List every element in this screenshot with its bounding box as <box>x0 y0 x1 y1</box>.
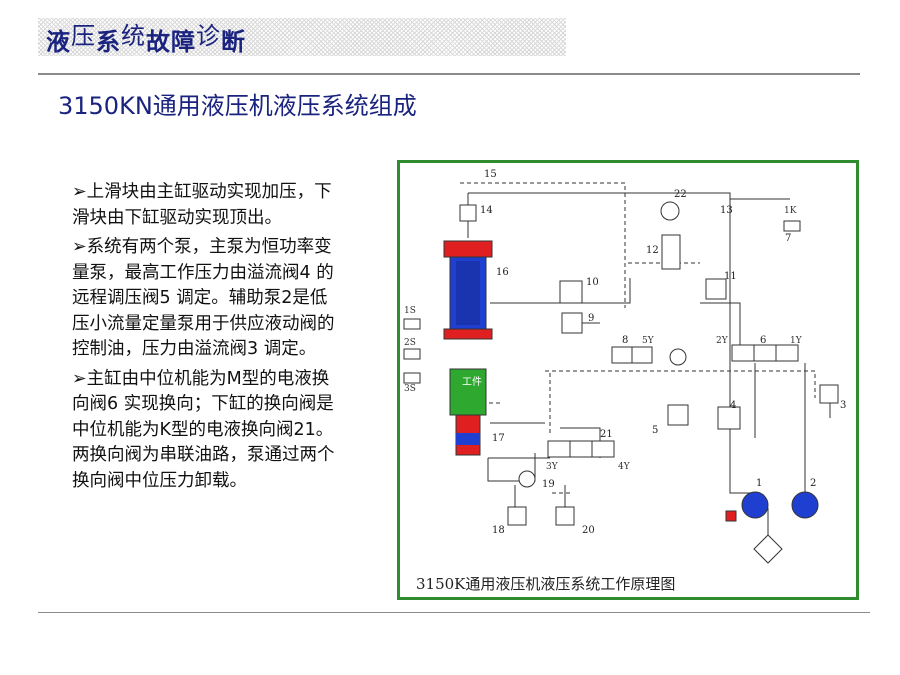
valve-20 <box>555 506 575 526</box>
bullet-arrow-icon: ➢ <box>72 182 87 202</box>
remote-valve-5 <box>667 404 689 426</box>
component-label: 1 <box>756 478 762 489</box>
component-label: 10 <box>586 277 599 288</box>
pressure-gauge <box>669 348 687 366</box>
component-label: 20 <box>582 525 595 536</box>
check-valve-14 <box>459 204 477 222</box>
component-label: 17 <box>492 433 505 444</box>
slide-title: 3150KN通用液压机液压系统组成 <box>58 92 417 120</box>
solenoid-label: 2S <box>404 338 416 348</box>
header-char: 诊 <box>196 22 221 50</box>
bullet-list: ➢上滑块由主缸驱动实现加压，下滑块由下缸驱动实现顶出。 ➢系统有两个泵，主泵为恒… <box>72 180 342 498</box>
valve-21 <box>591 440 615 458</box>
pipe <box>490 278 631 304</box>
component-label: 19 <box>542 479 555 490</box>
bullet-arrow-icon: ➢ <box>72 368 87 389</box>
pipe <box>468 192 731 199</box>
valve-8 <box>631 346 653 364</box>
solenoid-label: 3S <box>404 384 416 394</box>
pipe <box>700 302 741 358</box>
header-title: 液压系统故障诊断 <box>46 22 246 57</box>
pressure-gauge-22 <box>660 201 680 221</box>
component-label: 15 <box>484 169 497 180</box>
limit-switch <box>403 372 421 384</box>
bullet-item: ➢系统有两个泵，主泵为恒功率变量泵，最高工作压力由溢流阀4 的远程调压阀5 调定… <box>72 235 342 363</box>
component-label: 4 <box>730 400 736 411</box>
header-divider <box>38 73 860 75</box>
component-label: 5 <box>652 425 658 436</box>
component-label: 22 <box>674 189 687 200</box>
solenoid-label: 1K <box>784 206 797 216</box>
valve-6 <box>731 344 755 362</box>
relief-valve-11 <box>705 278 727 300</box>
header-char: 系 <box>96 28 121 56</box>
main-pump-1 <box>741 491 769 519</box>
valve-21 <box>569 440 593 458</box>
lower-cylinder-piston <box>456 433 480 445</box>
pump-control <box>725 510 737 522</box>
component-label: 2 <box>810 478 816 489</box>
hydraulic-diagram: 工件 <box>397 160 859 600</box>
bullet-text: 系统有两个泵，主泵为恒功率变量泵，最高工作压力由溢流阀4 的远程调压阀5 调定。… <box>72 237 335 359</box>
pipe <box>487 453 536 482</box>
bullet-item: ➢上滑块由主缸驱动实现加压，下滑块由下缸驱动实现顶出。 <box>72 180 342 231</box>
valve-12 <box>661 234 681 270</box>
solenoid-label: 3Y <box>546 462 559 472</box>
solenoid-label: 5Y <box>642 336 655 346</box>
pressure-gauge <box>518 470 536 488</box>
component-label: 13 <box>720 205 733 216</box>
header-char: 障 <box>171 28 196 56</box>
relief-valve-10 <box>559 280 583 304</box>
component-label: 21 <box>600 429 613 440</box>
cylinder-cap <box>443 240 493 258</box>
header-char: 断 <box>221 28 246 56</box>
header-char: 压 <box>71 22 96 50</box>
control-line <box>460 182 626 308</box>
valve-8 <box>611 346 633 364</box>
solenoid-label: 4Y <box>618 462 631 472</box>
component-label: 6 <box>760 335 766 346</box>
header-char: 故 <box>146 28 171 56</box>
limit-switch <box>403 318 421 330</box>
footer-divider <box>38 612 870 613</box>
valve-18 <box>507 506 527 526</box>
workpiece <box>449 368 487 416</box>
valve-6 <box>775 344 799 362</box>
filter-icon <box>753 534 783 564</box>
component-label: 18 <box>492 525 505 536</box>
control-line <box>545 370 816 398</box>
component-label: 16 <box>496 267 509 278</box>
valve-7 <box>783 220 801 232</box>
component-label: 12 <box>646 245 659 256</box>
hydraulic-schematic: 工件 <box>403 169 846 564</box>
bullet-item: ➢主缸由中位机能为M型的电液换向阀6 实现换向；下缸的换向阀是中位机能为K型的电… <box>72 367 342 495</box>
solenoid-label: 2Y <box>716 336 729 346</box>
header-char: 液 <box>46 28 71 56</box>
header-band <box>38 18 566 56</box>
solenoid-label: 1S <box>404 306 416 316</box>
component-label: 3 <box>840 400 846 411</box>
component-label: 7 <box>785 233 791 244</box>
valve-6 <box>753 344 777 362</box>
relief-valve-3 <box>819 384 839 404</box>
header-char: 统 <box>121 22 146 50</box>
component-label: 9 <box>588 313 594 324</box>
main-cylinder-ram <box>456 261 480 325</box>
component-label: 11 <box>724 271 737 282</box>
relief-valve-4 <box>717 406 741 430</box>
diagram-caption: 3150K通用液压机液压系统工作原理图 <box>416 575 676 593</box>
aux-pump-2 <box>791 491 819 519</box>
cylinder-cap <box>443 328 493 340</box>
limit-switch <box>403 348 421 360</box>
valve-21 <box>547 440 571 458</box>
bullet-arrow-icon: ➢ <box>72 237 87 257</box>
solenoid-label: 1Y <box>790 336 803 346</box>
bullet-text: 上滑块由主缸驱动实现加压，下滑块由下缸驱动实现顶出。 <box>72 182 332 228</box>
component-label: 14 <box>480 205 493 216</box>
bullet-text: 主缸由中位机能为M型的电液换向阀6 实现换向；下缸的换向阀是中位机能为K型的电液… <box>72 368 335 491</box>
check-valve-9 <box>561 312 583 334</box>
workpiece-label: 工件 <box>462 376 482 388</box>
component-label: 8 <box>622 335 628 346</box>
